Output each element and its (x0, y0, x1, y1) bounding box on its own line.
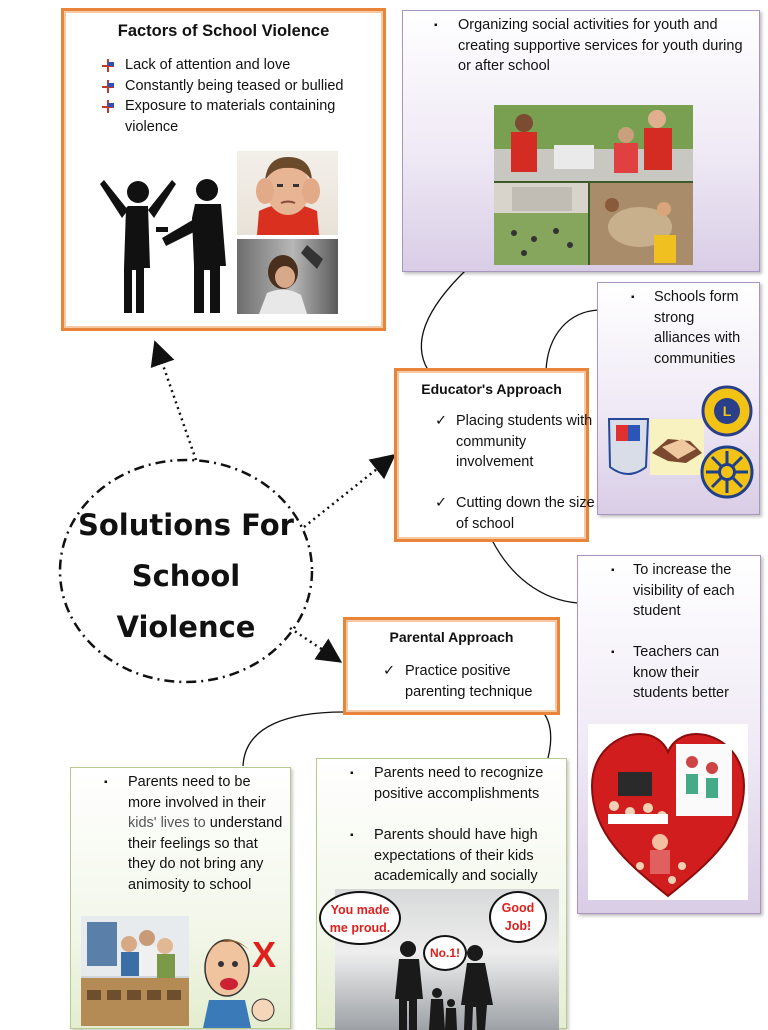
arrow-to-parental (289, 626, 343, 663)
pin-bullet-icon (102, 79, 114, 93)
center-title-line3: Violence (116, 610, 256, 644)
factor-item: Lack of attention and love (102, 55, 372, 76)
speech-bubble-good-job (489, 891, 547, 943)
center-title-line2: School (131, 559, 241, 593)
sad-girl-photo (237, 239, 338, 314)
youth-activities-collage (494, 105, 693, 265)
square-bullet-icon: ▪ (104, 777, 108, 788)
factors-box: Factors of School Violence Lack of atten… (61, 8, 386, 331)
educators-approach-box: Educator's Approach ✓ Placing students w… (394, 368, 595, 542)
parental-approach-title: Parental Approach (389, 629, 514, 645)
parents-involved-box: ▪ Parents need to be more involved in th… (70, 767, 291, 1029)
bullying-silhouette-icon (100, 179, 226, 313)
parents-recognize-box: ▪ Parents need to recognize positive acc… (316, 758, 567, 1030)
parental-item: ✓ Practice positive parenting technique (383, 663, 533, 700)
visibility-box: ▪ To increase the visibility of each stu… (577, 555, 761, 914)
red-x-icon: X (252, 934, 277, 975)
educator-item: ✓ Placing students with community involv… (435, 413, 593, 470)
arrow-to-factors (150, 340, 198, 461)
curve-educator-activities (420, 269, 467, 371)
social-activities-box: ▪ Organizing social activities for youth… (402, 10, 760, 272)
center-title: Solutions For School Violence (66, 500, 306, 653)
speech-bubble-no1 (423, 935, 467, 971)
curve-parental-recognize (540, 709, 552, 759)
family-silhouette-icon (395, 941, 493, 1030)
community-logos-icon: L (607, 385, 754, 499)
parents-recognize-text-2: Parents should have high expectations of… (374, 827, 538, 884)
square-bullet-icon: ▪ (611, 565, 615, 576)
speech-bubble-no1-text: No.1! (430, 946, 460, 960)
curve-educator-alliances (545, 309, 599, 371)
arrow-to-educator (303, 453, 396, 528)
checkmark-icon: ✓ (435, 495, 448, 511)
checkmark-icon: ✓ (435, 413, 448, 429)
educators-approach-title: Educator's Approach (421, 381, 562, 397)
family-computer-photo (81, 916, 189, 1026)
boy-photo-icon (256, 157, 320, 235)
sad-girl-icon (259, 245, 323, 314)
parents-involved-text: Parents need to be more involved in thei… (128, 774, 283, 893)
factors-title: Factors of School Violence (117, 22, 330, 40)
alliances-text: Schools form strong alliances with commu… (654, 289, 741, 367)
educator-item: ✓ Cutting down the size of school (435, 495, 595, 532)
center-ellipse (58, 458, 314, 684)
angry-cartoon-icon (203, 939, 275, 1028)
parents-recognize-text-1: Parents need to recognize positive accom… (374, 765, 544, 802)
curve-parental-involved (242, 711, 345, 767)
parental-approach-box: Parental Approach ✓ Practice positive pa… (343, 617, 560, 715)
visibility-text-2: Teachers can know their students better (633, 644, 729, 701)
factor-item: Constantly being teased or bullied (102, 76, 372, 97)
speech-bubble-proud (319, 891, 401, 945)
square-bullet-icon: ▪ (611, 647, 615, 658)
family-computer-icon (81, 916, 189, 1026)
pin-bullet-icon (102, 100, 114, 113)
center-title-line1: Solutions For (78, 508, 294, 542)
square-bullet-icon: ▪ (434, 20, 438, 31)
square-bullet-icon: ▪ (631, 292, 635, 303)
checkmark-icon: ✓ (383, 663, 396, 679)
alliances-box: ▪ Schools form strong alliances with com… (597, 282, 760, 515)
speech-bubble-proud-text: You made me proud. (329, 903, 391, 935)
collage-photo-icon (494, 105, 693, 265)
speech-bubble-good-job-text: Good Job! (501, 901, 535, 933)
factor-item: Exposure to materials containing violenc… (102, 96, 372, 137)
curve-educator-visibility (491, 539, 579, 604)
social-activities-text: Organizing social activities for youth a… (458, 17, 743, 74)
svg-text:L: L (723, 403, 732, 419)
pin-bullet-icon (102, 59, 114, 72)
boy-covering-ears-photo (237, 151, 338, 235)
square-bullet-icon: ▪ (350, 768, 354, 779)
classroom-heart-icon (588, 724, 748, 900)
factors-list: Lack of attention and love Constantly be… (102, 55, 372, 137)
visibility-text-1: To increase the visibility of each stude… (633, 562, 735, 619)
square-bullet-icon: ▪ (350, 830, 354, 841)
